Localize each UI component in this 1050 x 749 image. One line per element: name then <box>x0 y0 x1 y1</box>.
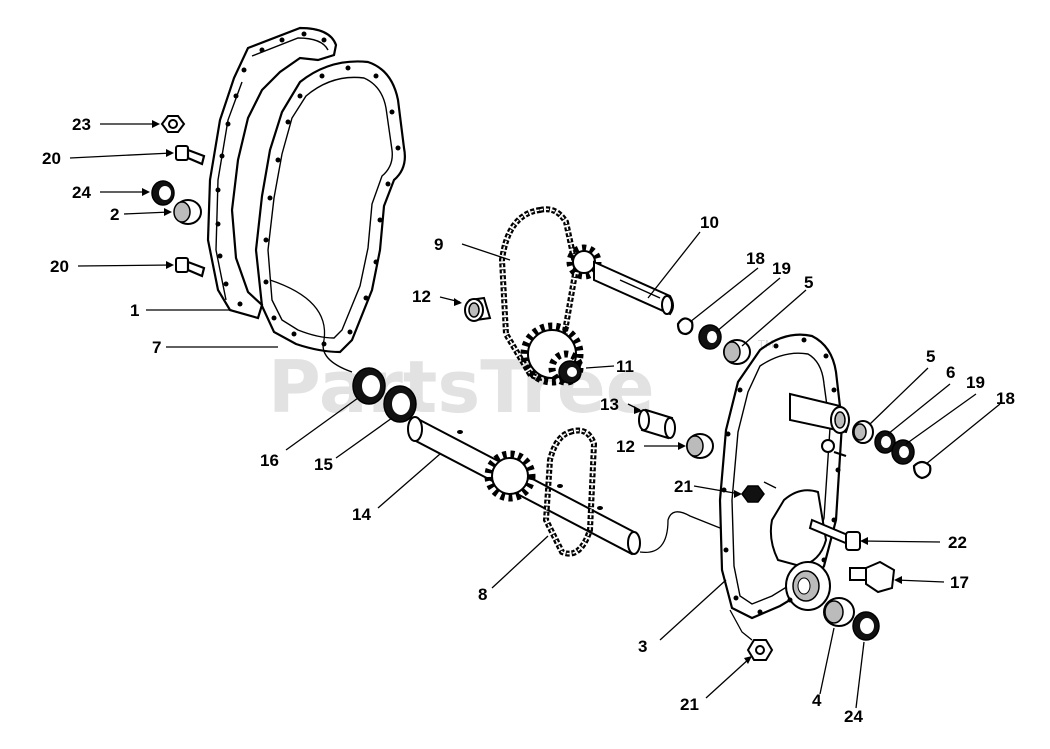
callout-9: 9 <box>434 235 443 254</box>
hex-nut-23 <box>160 115 186 133</box>
callout-22: 22 <box>948 533 967 552</box>
callout-2: 2 <box>110 205 119 224</box>
bushing-12-upper <box>464 296 492 322</box>
bearing-5-right <box>852 420 874 444</box>
callout-12-upper: 12 <box>412 287 431 306</box>
assembly-guide-line-1 <box>269 279 353 373</box>
callout-6: 6 <box>946 363 955 382</box>
callout-16: 16 <box>260 451 279 470</box>
callout-21-upper: 21 <box>674 477 693 496</box>
callout-8: 8 <box>478 585 487 604</box>
case-gasket <box>254 60 406 354</box>
callout-18-right: 18 <box>996 389 1015 408</box>
callout-19-upper: 19 <box>772 259 791 278</box>
washer-19-right <box>891 439 915 465</box>
bearing-5-upper <box>723 339 751 365</box>
retaining-ring-18-upper <box>676 317 694 336</box>
callout-20-upper: 20 <box>42 149 61 168</box>
callout-14: 14 <box>352 505 371 524</box>
gear-case-housing-3 <box>718 333 850 620</box>
bushing-12-lower <box>686 433 714 459</box>
callout-13: 13 <box>600 395 619 414</box>
assembly-guide-line-2 <box>639 511 721 554</box>
callout-11: 11 <box>616 357 634 376</box>
washer-15 <box>383 385 417 423</box>
bushing-2 <box>173 199 202 225</box>
callout-1: 1 <box>130 301 139 320</box>
sprocket-large-11 <box>520 322 584 386</box>
case-cover-left <box>206 26 338 320</box>
callout-21-lower: 21 <box>680 695 699 714</box>
callout-10: 10 <box>700 213 719 232</box>
callout-3: 3 <box>638 637 647 656</box>
callout-7: 7 <box>152 338 161 357</box>
washer-24-left <box>151 180 175 206</box>
bolt-20-upper <box>175 145 206 166</box>
washer-6 <box>874 430 896 454</box>
callout-labels: 23 20 24 2 20 1 7 12 9 10 18 19 5 11 16 … <box>42 115 1015 726</box>
callout-5-upper: 5 <box>804 273 813 292</box>
callout-15: 15 <box>314 455 333 474</box>
callout-20-lower: 20 <box>50 257 69 276</box>
washer-24-right <box>852 611 880 641</box>
lower-chain-8 <box>542 427 598 557</box>
callout-5-right: 5 <box>926 347 935 366</box>
seal-16 <box>352 367 386 405</box>
callout-4: 4 <box>812 691 822 710</box>
callout-18-upper: 18 <box>746 249 765 268</box>
callout-12-lower: 12 <box>616 437 635 456</box>
callout-17: 17 <box>950 573 969 592</box>
hex-nut-21-upper <box>741 481 777 503</box>
washer-19-upper <box>698 324 722 350</box>
bolt-20-lower <box>175 257 206 278</box>
spacer-13 <box>638 408 676 440</box>
lower-sprocket <box>484 450 536 502</box>
bushing-4 <box>823 597 855 627</box>
assembly-guide-line-3 <box>729 609 753 641</box>
retaining-ring-18-right <box>912 460 932 480</box>
callout-24-left: 24 <box>72 183 91 202</box>
leader-lines <box>69 120 1001 709</box>
upper-shaft-10 <box>593 260 674 316</box>
plug-17 <box>849 560 896 594</box>
callout-23: 23 <box>72 115 91 134</box>
watermark: PartsTree <box>268 345 655 429</box>
callout-19-right: 19 <box>966 373 985 392</box>
hex-nut-21-lower <box>746 639 774 661</box>
callout-24-right: 24 <box>844 707 863 726</box>
